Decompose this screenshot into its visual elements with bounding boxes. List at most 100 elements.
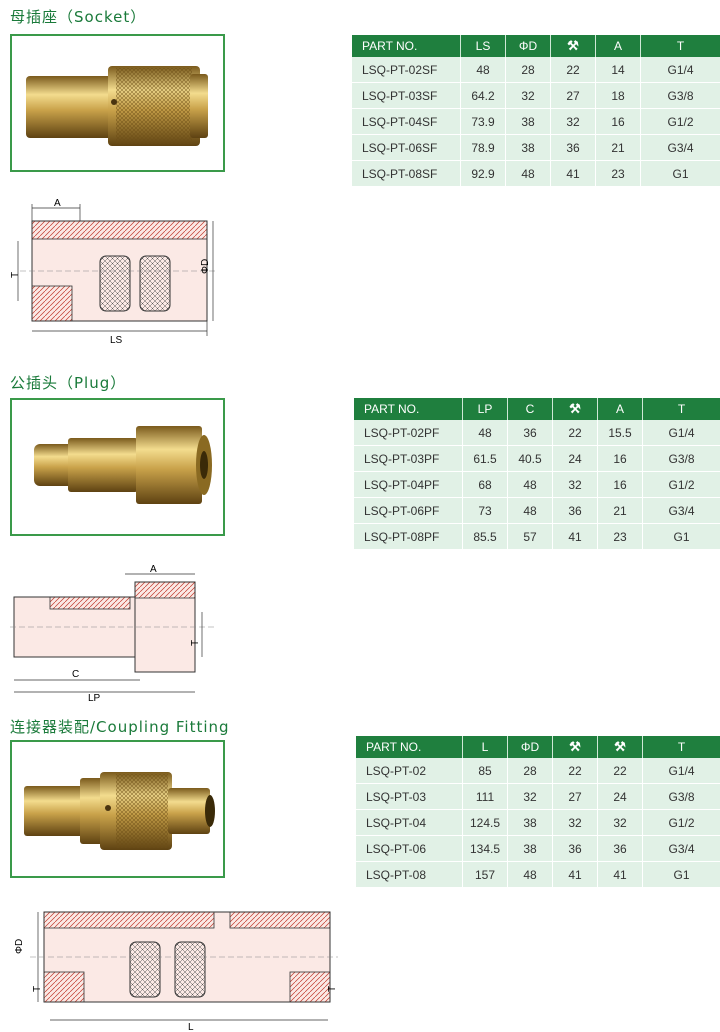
cell: LSQ-PT-04PF bbox=[354, 471, 463, 498]
cell: LSQ-PT-04 bbox=[356, 809, 463, 836]
header-lp: LP bbox=[462, 398, 508, 420]
cell: G3/4 bbox=[642, 497, 720, 524]
cell: 134.5 bbox=[462, 835, 508, 862]
wrench-icon: ⚒ bbox=[597, 736, 643, 758]
cell: 27 bbox=[552, 783, 598, 810]
cell: G1/4 bbox=[640, 57, 720, 83]
header-a: A bbox=[595, 35, 641, 57]
cell: 41 bbox=[550, 160, 596, 187]
cell: G1 bbox=[642, 861, 720, 888]
wrench-icon: ⚒ bbox=[552, 736, 598, 758]
cell: 41 bbox=[552, 523, 598, 550]
cell: 22 bbox=[552, 758, 598, 784]
cell: 28 bbox=[507, 758, 553, 784]
cell: 32 bbox=[552, 809, 598, 836]
cell: 78.9 bbox=[460, 134, 506, 161]
cell: 92.9 bbox=[460, 160, 506, 187]
cell: 48 bbox=[462, 420, 508, 446]
coupling-dim-d: ΦD bbox=[14, 939, 25, 954]
cell: G1 bbox=[642, 523, 720, 550]
cell: 21 bbox=[595, 134, 641, 161]
cell: 73 bbox=[462, 497, 508, 524]
cell: 32 bbox=[597, 809, 643, 836]
header-d: ΦD bbox=[507, 736, 553, 758]
cell: 16 bbox=[597, 471, 643, 498]
cell: G3/8 bbox=[642, 445, 720, 472]
header-ls: LS bbox=[460, 35, 506, 57]
cell: 85.5 bbox=[462, 523, 508, 550]
cell: 32 bbox=[505, 82, 551, 109]
coupling-dim-l: L bbox=[188, 1022, 194, 1030]
socket-dim-ls: LS bbox=[110, 335, 123, 346]
cell: 32 bbox=[552, 471, 598, 498]
plug-dim-lp: LP bbox=[88, 693, 101, 702]
cell: 36 bbox=[552, 835, 598, 862]
header-part-no: PART NO. bbox=[352, 35, 461, 57]
cell: 18 bbox=[595, 82, 641, 109]
cell: 41 bbox=[552, 861, 598, 888]
cell: LSQ-PT-06PF bbox=[354, 497, 463, 524]
cell: 22 bbox=[550, 57, 596, 83]
cell: G1/2 bbox=[640, 108, 720, 135]
cell: 73.9 bbox=[460, 108, 506, 135]
cell: LSQ-PT-03PF bbox=[354, 445, 463, 472]
socket-dim-a: A bbox=[54, 198, 61, 209]
cell: 27 bbox=[550, 82, 596, 109]
cell: LSQ-PT-03SF bbox=[352, 82, 461, 109]
plug-title: 公插头（Plug） bbox=[10, 374, 127, 392]
cell: 23 bbox=[597, 523, 643, 550]
coupling-image bbox=[24, 772, 215, 850]
cell: G3/4 bbox=[640, 134, 720, 161]
cell: G3/8 bbox=[642, 783, 720, 810]
header-part-no: PART NO. bbox=[354, 398, 463, 420]
cell: 24 bbox=[597, 783, 643, 810]
cell: 38 bbox=[507, 809, 553, 836]
plug-dim-t: T bbox=[190, 640, 201, 646]
socket-dim-t: T bbox=[10, 272, 21, 278]
cell: 36 bbox=[597, 835, 643, 862]
header-c: C bbox=[507, 398, 553, 420]
cell: 124.5 bbox=[462, 809, 508, 836]
cell: 48 bbox=[507, 861, 553, 888]
cell: 22 bbox=[552, 420, 598, 446]
cell: 36 bbox=[552, 497, 598, 524]
table-header-row: PART NO. LS ΦD ⚒ A T bbox=[352, 35, 720, 57]
table-header-row: PART NO. L ΦD ⚒ ⚒ T bbox=[356, 736, 720, 758]
coupling-drawing: ΦD T T L bbox=[14, 911, 338, 1030]
header-t: T bbox=[642, 736, 720, 758]
cell: LSQ-PT-03 bbox=[356, 783, 463, 810]
cell: 38 bbox=[505, 134, 551, 161]
wrench-icon: ⚒ bbox=[550, 35, 596, 57]
cell: 28 bbox=[505, 57, 551, 83]
cell: 16 bbox=[597, 445, 643, 472]
cell: LSQ-PT-08SF bbox=[352, 160, 461, 187]
cell: G1 bbox=[640, 160, 720, 187]
cell: LSQ-PT-06SF bbox=[352, 134, 461, 161]
cell: 48 bbox=[505, 160, 551, 187]
cell: LSQ-PT-06 bbox=[356, 835, 463, 862]
coupling-dim-t2: T bbox=[327, 986, 338, 992]
cell: 61.5 bbox=[462, 445, 508, 472]
coupling-photo bbox=[10, 740, 225, 878]
cell: 48 bbox=[507, 471, 553, 498]
table-header-row: PART NO. LP C ⚒ A T bbox=[354, 398, 720, 420]
coupling-dim-t1: T bbox=[32, 986, 43, 992]
plug-drawing: A T C LP bbox=[10, 564, 215, 702]
socket-dim-d: ΦD bbox=[200, 259, 211, 274]
plug-dim-a: A bbox=[150, 564, 157, 575]
cell: LSQ-PT-02 bbox=[356, 758, 463, 784]
cell: 32 bbox=[550, 108, 596, 135]
cell: LSQ-PT-08PF bbox=[354, 523, 463, 550]
